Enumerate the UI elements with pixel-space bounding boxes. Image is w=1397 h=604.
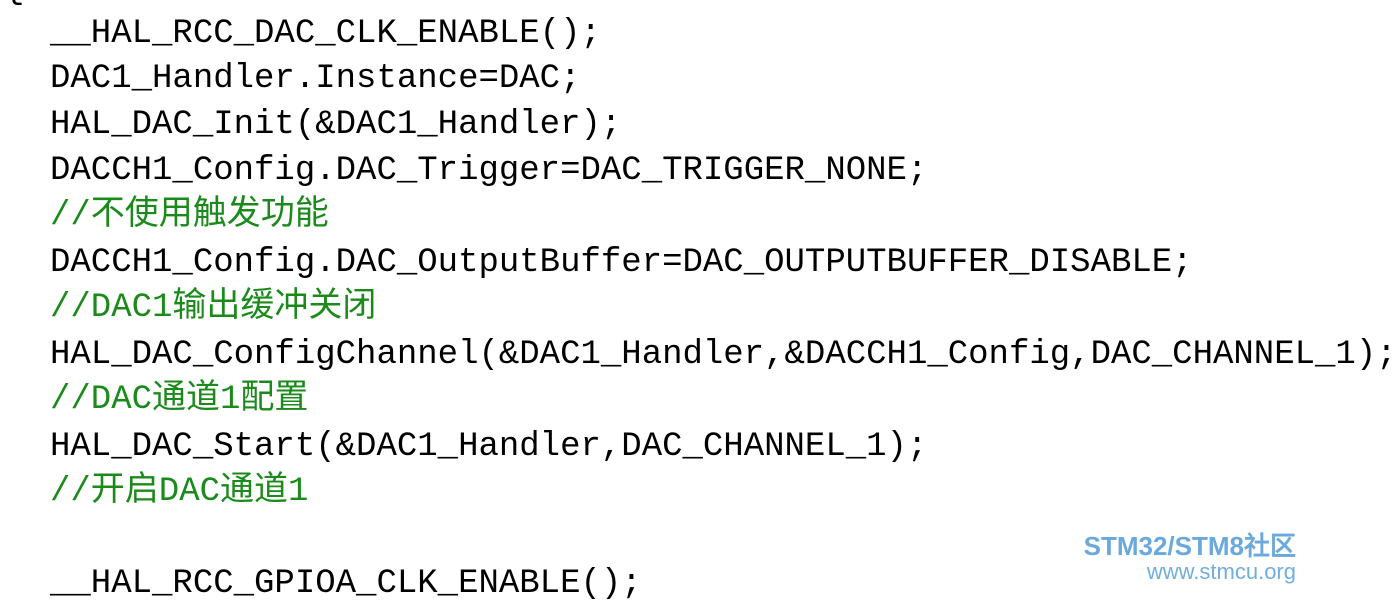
code-editor: { __HAL_RCC_DAC_CLK_ENABLE(); DAC1_Handl… [4,0,1397,603]
code-line-2: DAC1_Handler.Instance=DAC; [50,60,581,98]
code-line-5: DACCH1_Config.DAC_OutputBuffer=DAC_OUTPU… [50,244,1193,282]
comment-line-3: //DAC通道1配置 [50,381,309,419]
code-line-7: HAL_DAC_Start(&DAC1_Handler,DAC_CHANNEL_… [50,428,928,466]
comment-line-2: //DAC1输出缓冲关闭 [50,289,377,327]
code-line-8: __HAL_RCC_GPIOA_CLK_ENABLE(); [50,565,642,603]
site-watermark: STM32/STM8社区 www.stmcu.org [1084,532,1296,584]
comment-line-1: //不使用触发功能 [50,197,329,235]
code-line-6: HAL_DAC_ConfigChannel(&DAC1_Handler,&DAC… [50,336,1397,374]
code-line-1: __HAL_RCC_DAC_CLK_ENABLE(); [50,15,601,53]
watermark-url: www.stmcu.org [1146,559,1296,584]
brace-fragment: { [4,0,24,10]
watermark-brand: STM32/STM8社区 [1083,531,1296,561]
code-line-4: DACCH1_Config.DAC_Trigger=DAC_TRIGGER_NO… [50,152,928,190]
code-line-3: HAL_DAC_Init(&DAC1_Handler); [50,106,622,144]
comment-line-4: //开启DAC通道1 [50,473,309,511]
